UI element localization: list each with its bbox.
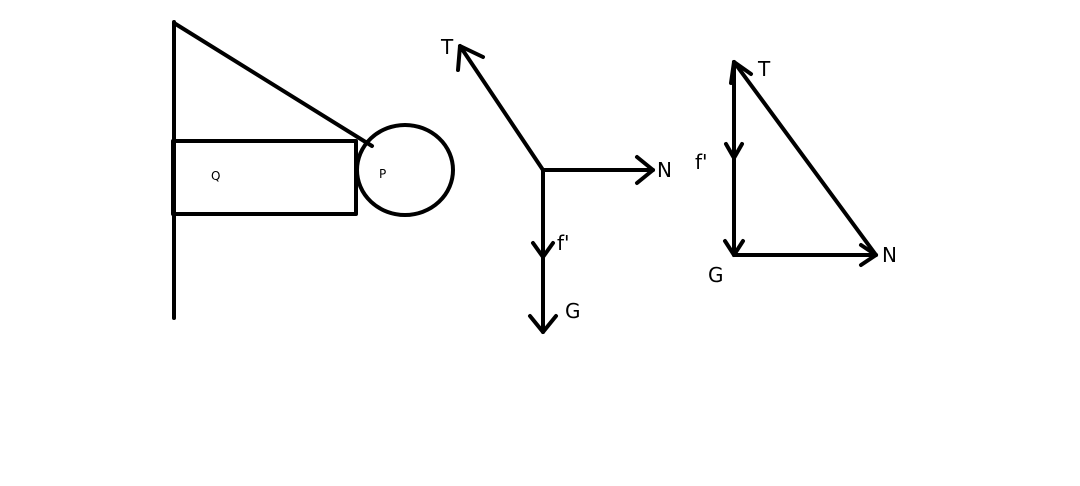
normal-force-arrow <box>541 155 655 185</box>
gravity-arrowhead <box>528 314 558 334</box>
triangle-tension-side <box>732 60 878 257</box>
rope <box>172 21 374 148</box>
block-q <box>171 139 358 216</box>
triangle-friction-arrowhead <box>724 142 744 160</box>
tension-arrow <box>456 44 545 172</box>
normal-label: N <box>657 158 672 182</box>
tension-arrowhead <box>456 44 485 72</box>
ball-p <box>355 123 455 217</box>
force-triangle: T f' G N <box>695 57 897 287</box>
triangle-normal-label: N <box>882 243 897 267</box>
friction-label: f' <box>557 231 570 255</box>
gravity-label: G <box>565 299 581 323</box>
ball-p-label: P <box>379 167 386 181</box>
triangle-gravity-label: G <box>708 263 724 287</box>
free-body-diagram: T N f' G <box>440 35 672 334</box>
setup-drawing: Q P <box>171 20 455 320</box>
triangle-friction-label: f' <box>695 150 708 174</box>
gravity-arrow <box>528 168 558 334</box>
triangle-tension-arrowhead <box>729 60 753 85</box>
triangle-tension-label: T <box>757 57 771 81</box>
block-q-label: Q <box>211 169 220 183</box>
tension-label: T <box>440 35 454 59</box>
normal-arrowhead <box>635 155 655 185</box>
